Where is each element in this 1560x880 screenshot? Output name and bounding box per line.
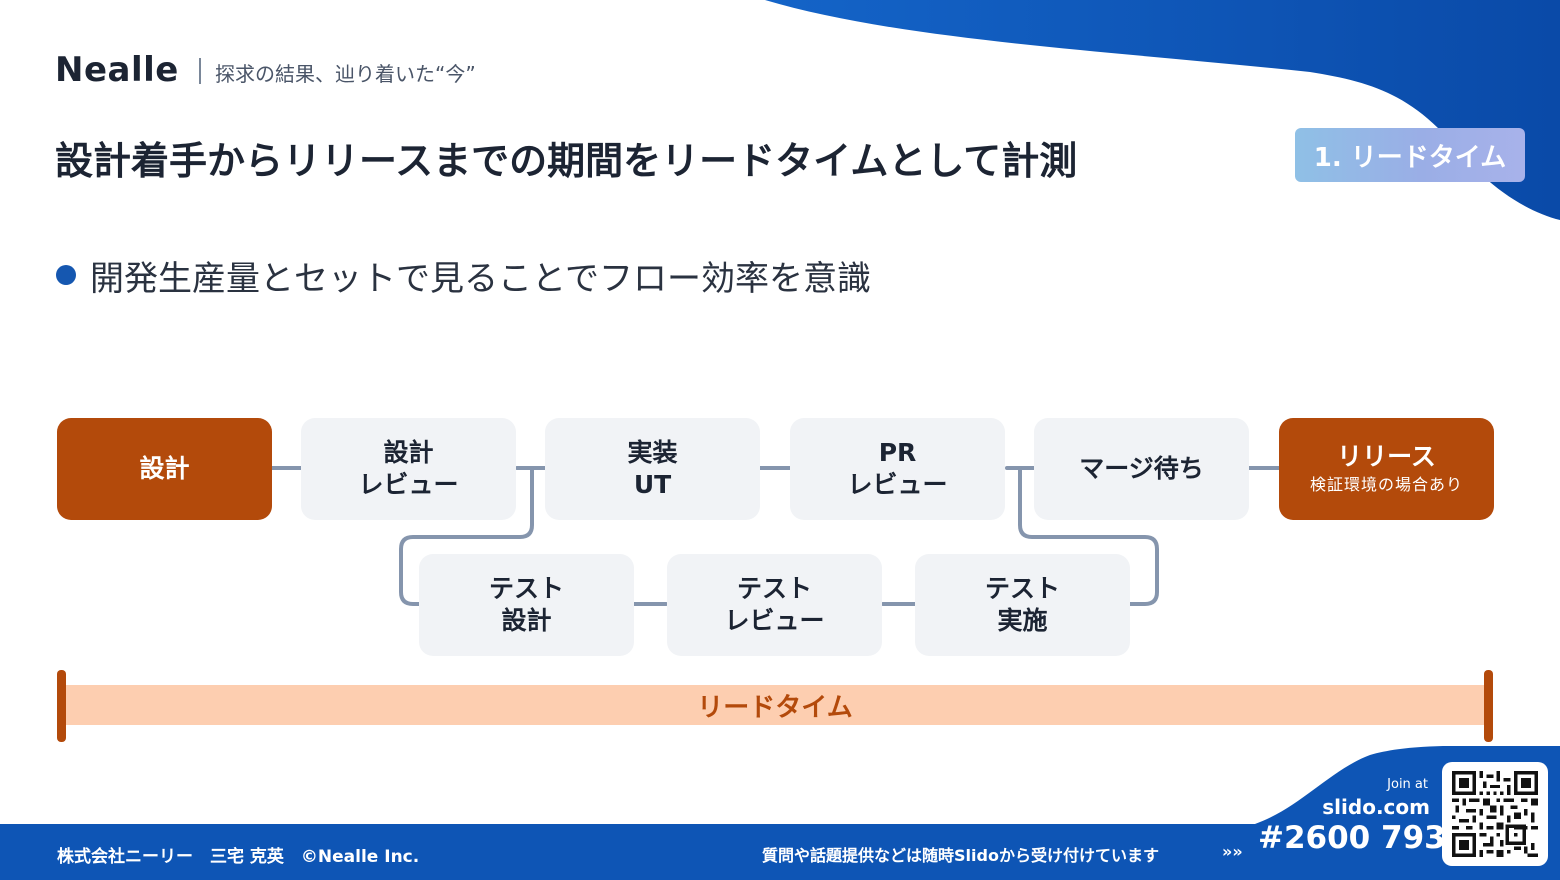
slido-join-label: Join at — [1387, 777, 1428, 792]
flow-step-test-review: テスト レビュー — [667, 554, 882, 656]
lead-time-end-cap — [1484, 670, 1493, 742]
flow-step-label: テスト — [984, 574, 1060, 603]
flow-step-design: 設計 — [57, 418, 272, 520]
flow-step-label: 実施 — [997, 606, 1048, 635]
flow-step-label: レビュー — [847, 470, 948, 499]
flow-step-label: 実装 — [627, 438, 678, 467]
qr-code-icon — [1452, 771, 1538, 857]
lead-time-start-cap — [57, 670, 66, 742]
tagline: 探求の結果、辿り着いた“今” — [215, 62, 476, 86]
bullet-text: 開発生産量とセットで見ることでフロー効率を意識 — [90, 259, 871, 299]
flow-step-pr-review: PR レビュー — [790, 418, 1005, 520]
flow-step-label: PR — [878, 438, 917, 467]
flow-step-label: 設計 — [383, 438, 434, 467]
flow-step-label: レビュー — [358, 470, 459, 499]
chevrons-right-icon: »» — [1222, 842, 1243, 861]
flow-step-label: レビュー — [724, 606, 825, 635]
flow-step-design-review: 設計 レビュー — [301, 418, 516, 520]
flow-step-sublabel: 検証環境の場合あり — [1309, 475, 1463, 494]
flow-step-label: マージ待ち — [1079, 454, 1204, 483]
footer-question-notice: 質問や話題提供などは随時Slidoから受け付けています — [762, 846, 1159, 865]
section-badge: 1. リードタイム — [1295, 128, 1525, 182]
flow-step-implementation: 実装 UT — [545, 418, 760, 520]
slido-site[interactable]: slido.com — [1322, 795, 1430, 819]
page-title: 設計着手からリリースまでの期間をリードタイムとして計測 — [55, 139, 1078, 183]
flow-step-label: テスト — [736, 574, 812, 603]
flow-step-label: 設計 — [139, 454, 190, 483]
flow-step-label: テスト — [488, 574, 564, 603]
flow-step-label: 設計 — [501, 606, 552, 635]
tagline-divider — [199, 58, 201, 84]
flow-step-test-design: テスト 設計 — [419, 554, 634, 656]
flow-step-merge-wait: マージ待ち — [1034, 418, 1249, 520]
flow-step-release: リリース 検証環境の場合あり — [1279, 418, 1494, 520]
bullet-dot-icon — [56, 265, 76, 285]
flow-step-label: UT — [633, 470, 672, 499]
lead-time-bar: リードタイム — [65, 685, 1485, 725]
qr-code[interactable] — [1442, 762, 1548, 866]
flow-step-label: リリース — [1337, 442, 1436, 471]
flow-step-test-execution: テスト 実施 — [915, 554, 1130, 656]
slido-event-code: #2600 793 — [1258, 820, 1446, 856]
brand-logo: Nealle — [55, 50, 179, 90]
footer-company: 株式会社ニーリー 三宅 克英 ©Nealle Inc. — [57, 847, 420, 867]
lead-time-label: リードタイム — [697, 692, 853, 723]
